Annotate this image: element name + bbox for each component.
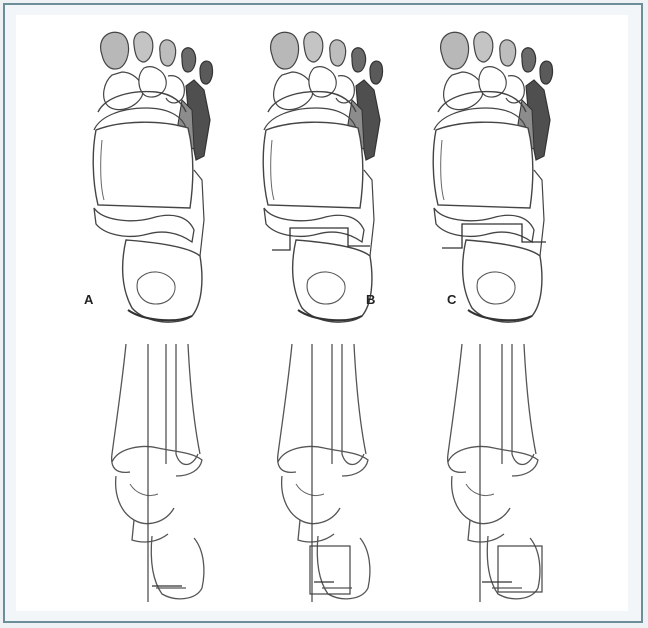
label-b: B — [366, 292, 376, 307]
foot-diagram-a — [93, 32, 212, 322]
foot-diagram-b — [263, 32, 382, 322]
foot-diagram-c — [433, 32, 552, 322]
ankle-diagram-b — [278, 344, 370, 602]
label-c: C — [447, 292, 457, 307]
ankle-diagram-a — [112, 344, 204, 602]
ankle-diagram-c — [448, 344, 542, 602]
label-a: A — [84, 292, 94, 307]
